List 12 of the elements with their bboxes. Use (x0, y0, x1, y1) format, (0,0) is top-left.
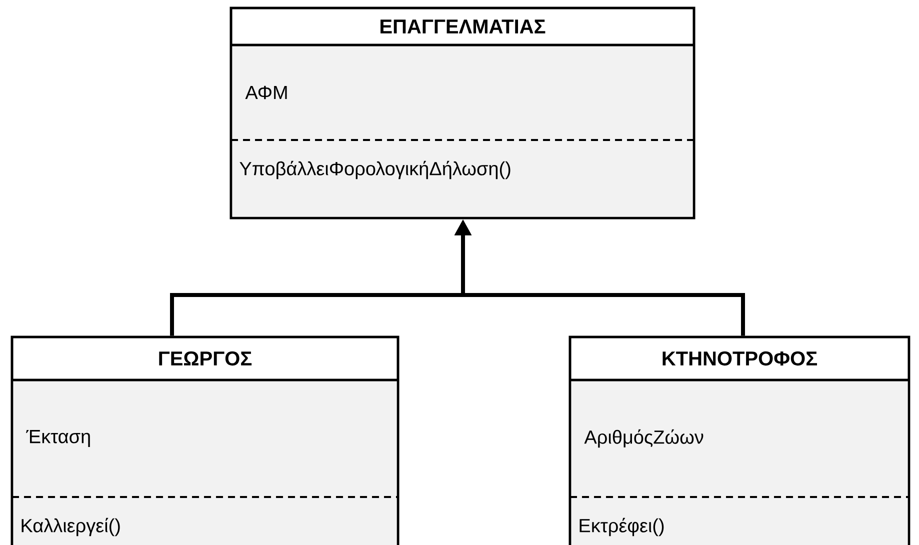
class-name: ΚΤΗΝΟΤΡΟΦΟΣ (662, 351, 817, 366)
class-name: ΕΠΑΓΓΕΛΜΑΤΙΑΣ (380, 20, 546, 34)
method-text: Καλλιεργεί() (22, 518, 120, 536)
class-box (230, 6, 696, 220)
attribute-text: ΑριθμόςΖώων (584, 429, 704, 448)
attribute-text: Έκταση (26, 430, 90, 447)
class-box (568, 336, 910, 545)
attribute-text: ΑΦΜ (245, 86, 287, 100)
method-text: ΥποβάλλειΦορολογικήΔήλωση() (240, 160, 510, 180)
method-text: Εκτρέφει() (580, 518, 664, 536)
class-box (10, 336, 400, 545)
class-name: ΓΕΩΡΓΟΣ (159, 351, 252, 366)
